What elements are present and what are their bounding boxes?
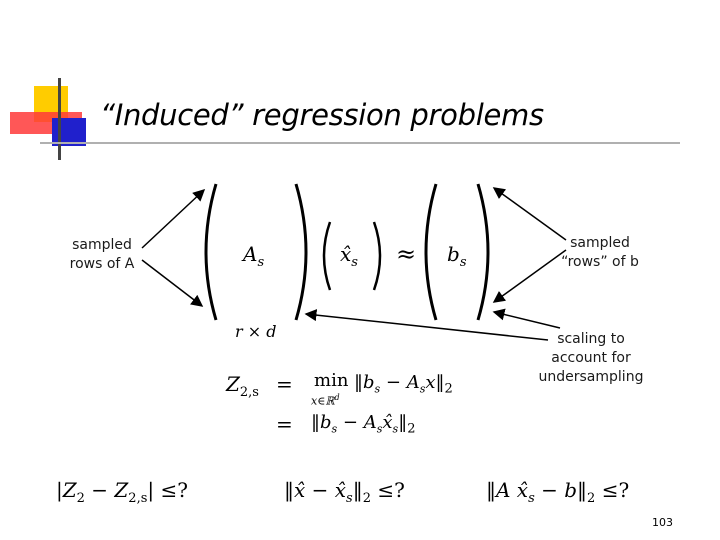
question-mark: ≤? xyxy=(601,478,630,502)
expr-part: − A xyxy=(380,372,420,393)
arrow-left-down xyxy=(141,259,204,307)
min-subscript: x∈ℝd xyxy=(311,393,340,408)
expr-part: ‖b xyxy=(311,412,332,433)
min-operator: min xyxy=(314,370,349,391)
subscript-s: s xyxy=(376,422,383,436)
question-mark: ≤? xyxy=(377,478,405,502)
norm-subscript: 2 xyxy=(587,491,596,506)
approx-symbol: ≈ xyxy=(396,240,417,268)
subscript: s xyxy=(528,491,535,506)
subscript-s: s xyxy=(459,255,467,270)
equals-2: = xyxy=(276,412,293,436)
paren-left-b xyxy=(424,183,438,321)
expr-part: ‖ xyxy=(398,412,408,433)
arrow-scaling-x xyxy=(304,309,549,341)
norm-subscript: 2 xyxy=(407,421,416,437)
expr-part: ‖x̂ − x̂ xyxy=(284,478,347,502)
expr-part: − A xyxy=(337,412,377,433)
subscript-s: s xyxy=(374,382,381,396)
expr-part: ‖ xyxy=(352,478,363,502)
vector-x-hat-s: x̂s xyxy=(340,242,358,270)
matrix-A-s: As xyxy=(243,242,264,270)
slide-logo xyxy=(10,78,680,160)
expr-part: − Z xyxy=(84,478,129,502)
subscript-s: s xyxy=(392,422,399,436)
z-2s-symbol: Z2,s xyxy=(226,372,259,400)
objective-line-2: ‖bs − Asx̂s‖2 xyxy=(311,412,415,437)
paren-left-A xyxy=(204,183,218,321)
equals-1: = xyxy=(276,372,293,396)
logo-horizontal-line xyxy=(40,142,680,144)
arrow-right-up xyxy=(492,187,567,241)
expr-part: |Z xyxy=(56,478,77,502)
arrow-left-up xyxy=(141,188,206,249)
question-solution-gap: ‖x̂ − x̂s‖2 ≤? xyxy=(284,478,405,506)
question-residual: ‖A x̂s − b‖2 ≤? xyxy=(486,478,629,506)
question-objective-gap: |Z2 − Z2,s| ≤? xyxy=(56,478,188,506)
subscript: 2 xyxy=(76,491,85,506)
subscript-s: s xyxy=(257,255,265,270)
arrow-right-down xyxy=(492,249,567,303)
page-number: 103 xyxy=(652,516,673,529)
norm-subscript: 2 xyxy=(444,381,453,397)
annotation-line: undersampling xyxy=(538,369,644,385)
annotation-line: “rows” of b xyxy=(561,254,639,270)
annotation-line: scaling to xyxy=(557,331,625,347)
paren-right-b xyxy=(476,183,490,321)
min-domain-dim: d xyxy=(334,393,340,402)
paren-right-x xyxy=(372,221,382,291)
matrix-diagram xyxy=(141,183,567,341)
annotation-line: rows of A xyxy=(69,256,135,272)
symbol-Z: Z xyxy=(226,372,240,396)
annotation-line: account for xyxy=(551,350,631,366)
expr-part: ‖b xyxy=(354,372,375,393)
symbol-A: A xyxy=(243,242,258,266)
matrix-dims: r × d xyxy=(235,322,277,341)
annotation-sampled-rows-A: sampled rows of A xyxy=(52,236,152,274)
logo-blue-square xyxy=(52,118,86,146)
paren-left-x xyxy=(322,221,332,291)
annotation-line: sampled xyxy=(570,235,630,251)
expr-part: x̂ xyxy=(382,412,393,433)
expr-part: − b‖ xyxy=(534,478,588,502)
expr-part: ‖A x̂ xyxy=(486,478,529,502)
subscript-s: s xyxy=(331,422,338,436)
expr-part: | xyxy=(147,478,155,502)
symbol-b: b xyxy=(447,242,460,266)
norm-subscript: 2 xyxy=(362,491,371,506)
symbol-x-hat: x̂ xyxy=(340,242,352,266)
question-mark: ≤? xyxy=(160,478,188,502)
annotation-sampled-rows-b: sampled “rows” of b xyxy=(550,234,650,272)
subscript: s xyxy=(346,491,353,506)
annotation-scaling: scaling to account for undersampling xyxy=(532,330,650,387)
objective-line-1: ‖bs − Asx‖2 xyxy=(354,372,453,397)
subscript-s: s xyxy=(419,382,426,396)
annotation-line: sampled xyxy=(72,237,132,253)
vector-b-s: bs xyxy=(447,242,466,270)
paren-right-A xyxy=(294,183,308,321)
min-domain: x∈ℝ xyxy=(311,394,335,408)
logo-vertical-line xyxy=(58,78,61,160)
subscript-2s: 2,s xyxy=(239,385,259,400)
subscript: 2,s xyxy=(128,491,148,506)
arrow-scaling-b xyxy=(492,308,561,329)
subscript-s: s xyxy=(351,255,358,270)
slide-title: “Induced” regression problems xyxy=(100,98,544,132)
expr-part: x‖ xyxy=(425,372,445,393)
